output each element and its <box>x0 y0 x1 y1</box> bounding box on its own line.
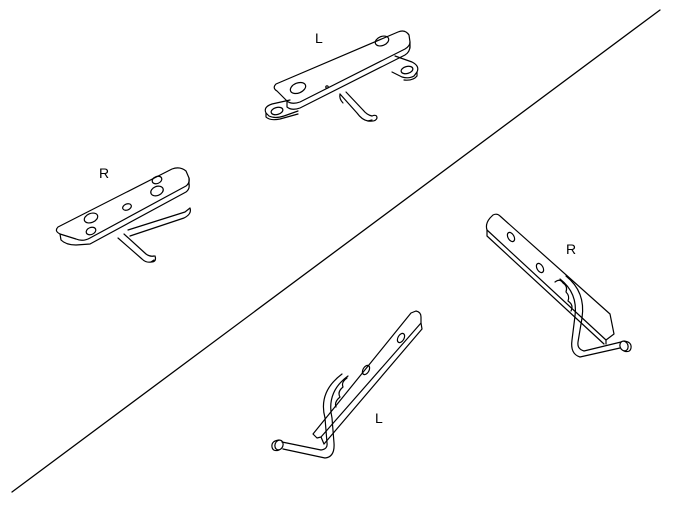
strap-hole <box>535 262 545 274</box>
weld-bead <box>334 377 348 408</box>
weld-bead <box>554 279 573 312</box>
left-hand-label: L <box>375 410 383 426</box>
support-rod <box>117 237 155 263</box>
plate-hole <box>151 175 163 185</box>
plate-hole <box>374 35 390 47</box>
plate-hole <box>83 212 99 224</box>
strap-hole <box>506 231 516 243</box>
support-rod <box>282 375 349 459</box>
plate-top-face <box>55 167 190 241</box>
strap-hole <box>396 332 406 344</box>
strap <box>312 310 422 439</box>
plate-hole <box>150 185 164 197</box>
foot-tab <box>391 55 419 79</box>
bracket-top-right-hand <box>55 167 191 263</box>
plate-top-face <box>273 30 411 104</box>
bracket-top-left-hand <box>264 30 419 122</box>
plate-side <box>286 45 411 110</box>
bracket-bottom-left-hand <box>271 310 423 459</box>
divider-line <box>11 9 661 493</box>
support-rod <box>339 93 373 122</box>
plate-hole <box>122 203 132 211</box>
foot-tab <box>264 99 299 119</box>
strap <box>485 213 615 341</box>
plate-hole <box>85 226 97 236</box>
strap-hole <box>361 364 371 376</box>
plate-hole <box>289 81 307 95</box>
support-rod <box>559 278 621 358</box>
right-hand-label: R <box>99 165 110 181</box>
right-hand-label: R <box>566 241 577 257</box>
bracket-bottom-right-hand <box>485 213 632 358</box>
plate-side <box>59 183 190 246</box>
left-hand-label: L <box>315 30 323 46</box>
